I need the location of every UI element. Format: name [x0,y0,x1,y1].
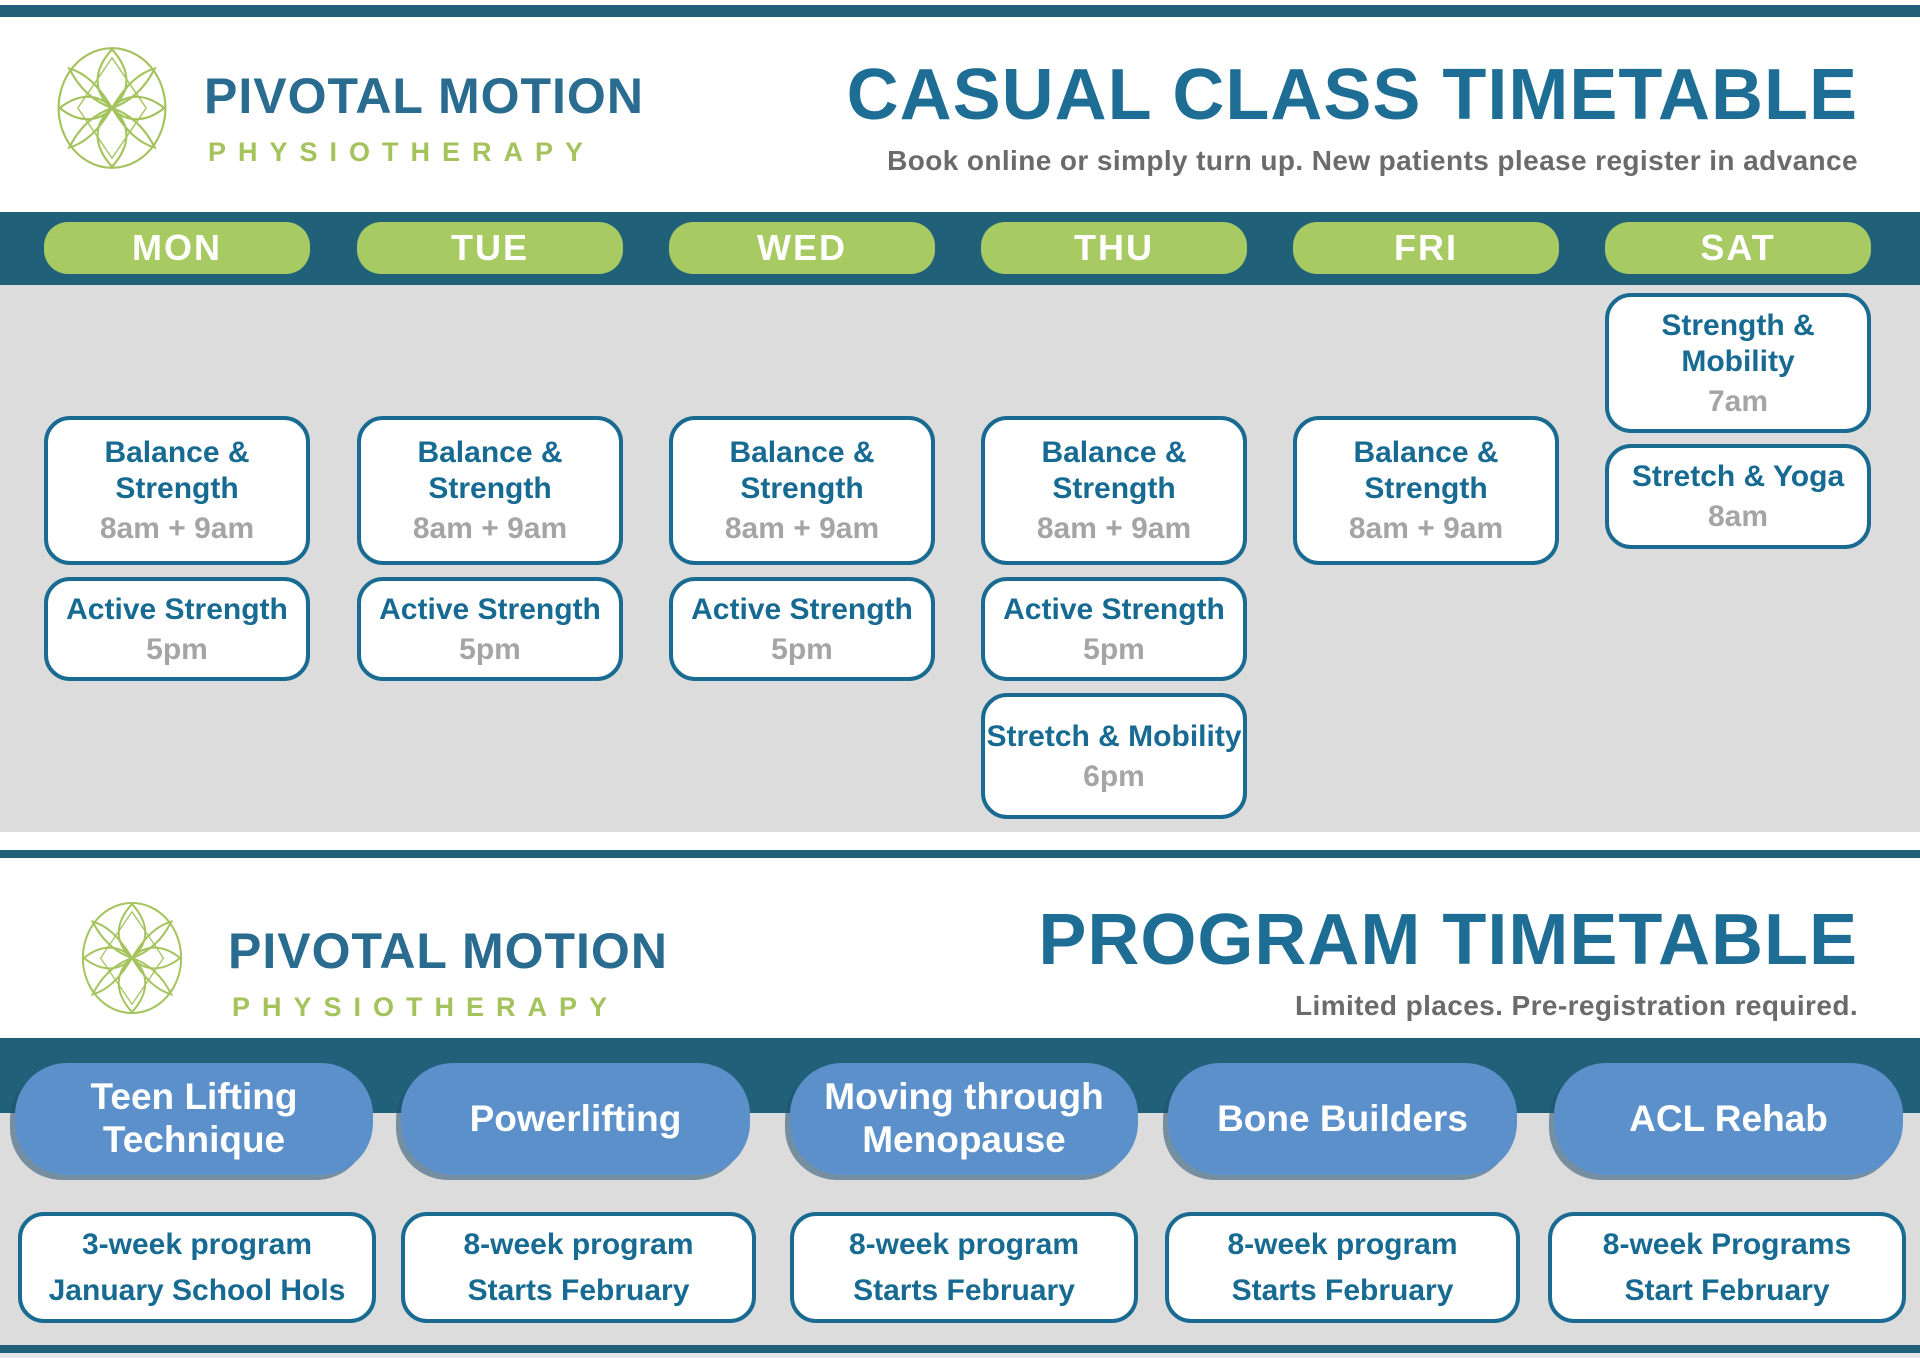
section-divider [0,850,1920,858]
program-duration: 8-week Programs [1602,1227,1852,1261]
program-detail-card: 8-week Programs Start February [1548,1212,1906,1323]
day-column-wed: Balance & Strength 8am + 9am Active Stre… [669,285,935,681]
class-card: Active Strength 5pm [981,577,1247,681]
class-name: Stretch & Mobility [986,719,1242,753]
class-time: 5pm [771,632,833,666]
program-duration: 8-week program [848,1227,1080,1261]
program-subtitle: Limited places. Pre-registration require… [1295,990,1858,1021]
class-time: 6pm [1083,759,1145,793]
lotus-mandala-icon [57,47,167,169]
class-time: 8am + 9am [1348,512,1504,545]
program-start: Starts February [853,1273,1075,1307]
day-header-bar: MON TUE WED THU FRI SAT [0,212,1920,285]
class-time: 8am + 9am [1036,512,1192,545]
program-header: PIVOTAL MOTION PHYSIOTHERAPY PROGRAM TIM… [0,858,1920,1038]
class-name: Balance & Strength [729,436,875,505]
program-start: Start February [1624,1273,1830,1307]
class-name: Active Strength [691,592,913,626]
class-name: Strength & Mobility [1661,308,1815,378]
brand-name: PIVOTAL MOTION [228,923,668,979]
day-pill-tue: TUE [357,222,623,274]
day-column-sat: Strength & Mobility 7am Stretch & Yoga 8… [1605,285,1871,549]
day-column-mon: Balance & Strength 8am + 9am Active Stre… [44,285,310,681]
day-pill-sat: SAT [1605,222,1871,274]
day-pill-thu: THU [981,222,1247,274]
program-pill: ACL Rehab [1554,1063,1903,1175]
program-start: Starts February [467,1273,690,1307]
class-time: 5pm [459,632,521,666]
class-card: Active Strength 5pm [44,577,310,681]
program-duration: 8-week program [1227,1227,1458,1261]
brand-name: PIVOTAL MOTION [204,68,644,124]
program-detail-card: 8-week program Starts February [1165,1212,1520,1323]
program-title: PROGRAM TIMETABLE [1038,900,1858,980]
brand-tagline: PHYSIOTHERAPY [232,992,620,1022]
program-detail-card: 3-week program January School Hols [18,1212,376,1323]
program-pill: Powerlifting [401,1063,750,1175]
class-card: Balance & Strength 8am + 9am [981,416,1247,565]
program-pill: Moving through Menopause [790,1063,1138,1175]
program-pill: Bone Builders [1168,1063,1517,1175]
day-column-thu: Balance & Strength 8am + 9am Active Stre… [981,285,1247,819]
bottom-margin [0,1353,1920,1358]
lotus-mandala-icon [81,901,183,1015]
day-pill-wed: WED [669,222,935,274]
class-card: Balance & Strength 8am + 9am [357,416,623,565]
program-detail-card: 8-week program Starts February [790,1212,1138,1323]
class-name: Active Strength [379,592,601,626]
class-card: Balance & Strength 8am + 9am [1293,416,1559,565]
casual-subtitle: Book online or simply turn up. New patie… [887,145,1858,176]
class-time: 8am [1707,500,1769,533]
program-detail-card: 8-week program Starts February [401,1212,756,1323]
class-time: 8am + 9am [724,512,880,545]
casual-header: PIVOTAL MOTION PHYSIOTHERAPY CASUAL CLAS… [0,17,1920,212]
class-time: 8am + 9am [99,512,255,545]
class-card: Balance & Strength 8am + 9am [44,416,310,565]
class-name: Active Strength [1003,592,1225,626]
class-card: Active Strength 5pm [357,577,623,681]
class-time: 5pm [146,632,208,666]
casual-grid: Balance & Strength 8am + 9am Active Stre… [0,285,1920,832]
day-pill-mon: MON [44,222,310,274]
class-time: 7am [1707,384,1769,418]
brand-logo: PIVOTAL MOTION PHYSIOTHERAPY [80,900,700,1040]
class-time: 8am + 9am [412,512,568,545]
class-card: Stretch & Mobility 6pm [981,693,1247,819]
top-divider [0,5,1920,17]
section-gap [0,832,1920,850]
day-pill-fri: FRI [1293,222,1559,274]
class-name: Balance & Strength [417,436,563,505]
program-start: Starts February [1231,1273,1454,1307]
program-title-block: PROGRAM TIMETABLE Limited places. Pre-re… [1038,904,1858,1022]
day-column-fri: Balance & Strength 8am + 9am [1293,285,1559,565]
brand-logo: PIVOTAL MOTION PHYSIOTHERAPY [56,45,676,195]
class-name: Balance & Strength [104,436,250,505]
class-card: Stretch & Yoga 8am [1605,444,1871,549]
program-duration: 8-week program [463,1227,694,1261]
class-name: Active Strength [66,592,288,626]
casual-title-block: CASUAL CLASS TIMETABLE Book online or si… [847,59,1858,177]
class-name: Stretch & Yoga [1631,460,1845,493]
class-time: 5pm [1083,632,1145,666]
program-pill: Teen Lifting Technique [15,1063,373,1175]
day-column-tue: Balance & Strength 8am + 9am Active Stre… [357,285,623,681]
class-name: Balance & Strength [1041,436,1187,505]
casual-title: CASUAL CLASS TIMETABLE [846,55,1858,135]
program-duration: 3-week program [81,1227,313,1261]
class-name: Balance & Strength [1353,436,1499,505]
bottom-divider [0,1345,1920,1353]
program-start: January School Hols [48,1273,346,1307]
class-card: Active Strength 5pm [669,577,935,681]
class-card: Balance & Strength 8am + 9am [669,416,935,565]
class-card: Strength & Mobility 7am [1605,293,1871,433]
brand-tagline: PHYSIOTHERAPY [208,137,596,167]
